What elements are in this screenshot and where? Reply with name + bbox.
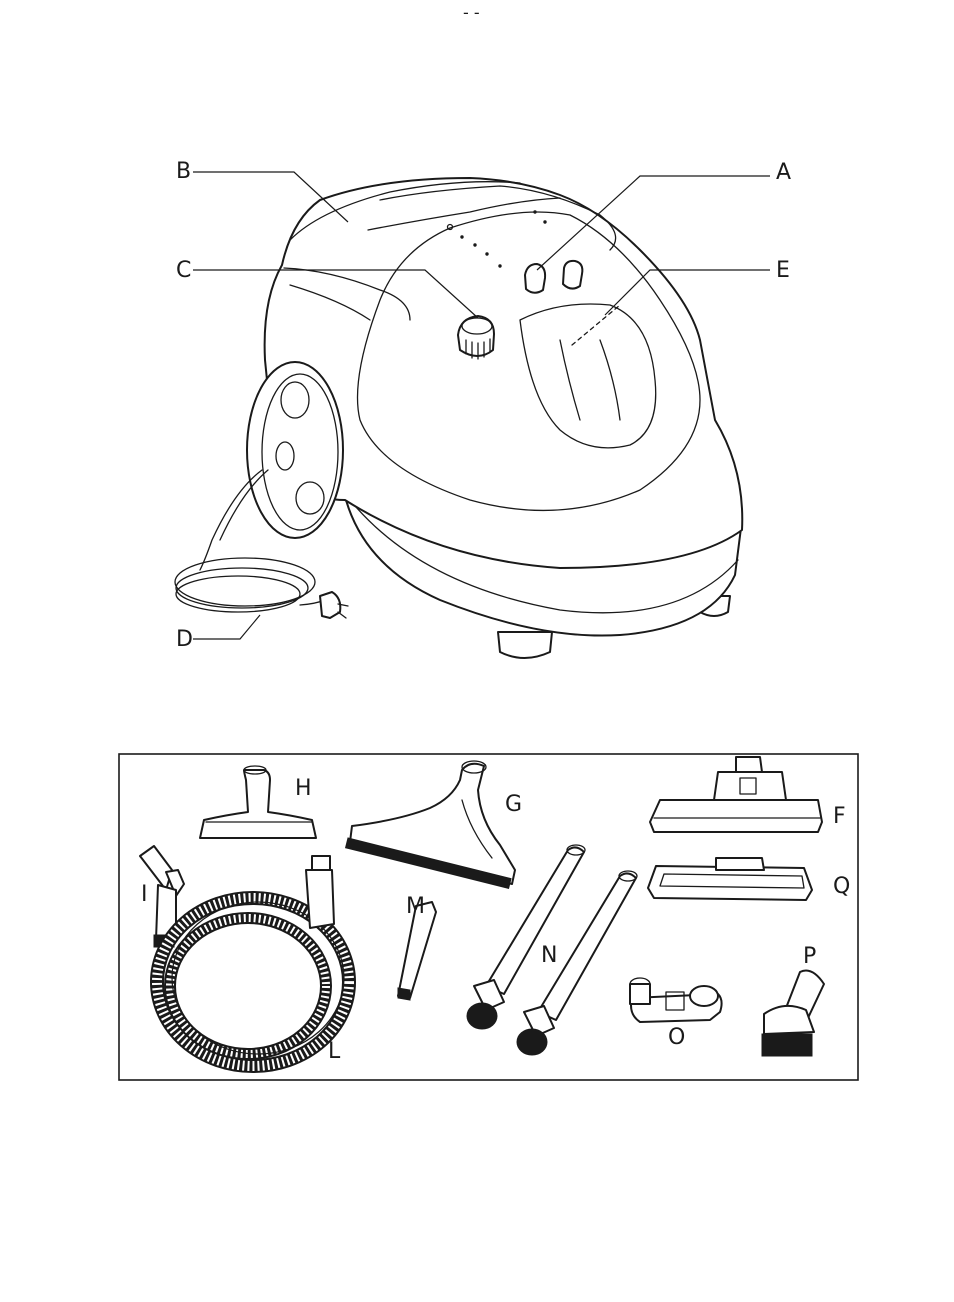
label-G: G [505,792,522,817]
steam-regulator-knob [457,315,495,360]
window-nozzle [344,760,516,889]
label-D: D [176,627,193,652]
front-panel [356,211,701,512]
label-M: M [406,894,425,919]
crevice-nozzle [397,901,437,1001]
label-H: H [295,776,312,801]
steam-hose [139,845,356,1073]
main-body [263,177,744,569]
tank-lid [289,181,521,241]
label-F: F [833,804,846,829]
front-foot [497,631,553,659]
power-switch [524,263,547,294]
label-N: N [541,943,557,968]
label-E: E [776,258,790,283]
extension-tubes [466,844,638,1056]
round-brush [761,969,825,1057]
header-marks: - - [463,3,480,22]
power-cord [174,469,349,619]
label-P: P [803,944,816,969]
steam-switch [562,259,584,290]
carpet-glider [647,857,813,901]
label-Q: Q [833,874,850,899]
plug [319,591,342,619]
label-B: B [176,159,191,184]
upholstery-nozzle [199,765,317,839]
steam-cleaner-unit [174,177,744,659]
accessories-frame [118,753,859,1081]
floor-brush [649,756,823,833]
wheel [246,361,344,539]
water-level-window [519,303,657,449]
label-A: A [776,160,791,185]
label-L: L [328,1039,341,1064]
adapter [629,977,723,1023]
label-C: C [176,258,191,283]
label-I: I [141,882,148,907]
label-O: O [668,1025,685,1050]
steamer-leaders [193,171,770,640]
